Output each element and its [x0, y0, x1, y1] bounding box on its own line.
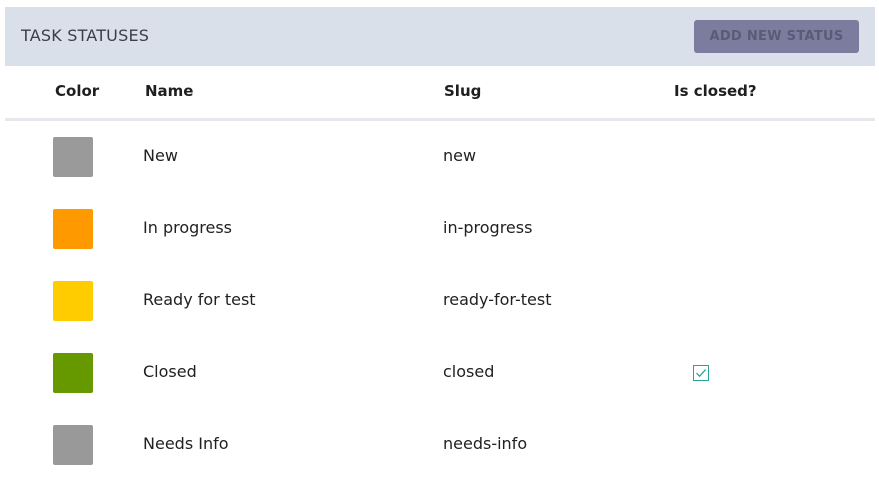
- table-row[interactable]: New new: [5, 137, 875, 209]
- column-header-color: Color: [55, 82, 100, 100]
- status-name[interactable]: New: [143, 146, 178, 165]
- status-slug[interactable]: in-progress: [443, 218, 533, 237]
- status-slug[interactable]: new: [443, 146, 477, 165]
- header-divider: [5, 118, 875, 121]
- status-name[interactable]: Ready for test: [143, 290, 256, 309]
- table-row[interactable]: Closed closed: [5, 353, 875, 425]
- add-new-status-button[interactable]: ADD NEW STATUS: [694, 20, 859, 53]
- table-row[interactable]: In progress in-progress: [5, 209, 875, 281]
- color-swatch[interactable]: [53, 353, 93, 393]
- color-swatch[interactable]: [53, 209, 93, 249]
- color-swatch[interactable]: [53, 137, 93, 177]
- column-header-is-closed: Is closed?: [674, 82, 757, 100]
- color-swatch[interactable]: [53, 425, 93, 465]
- status-name[interactable]: In progress: [143, 218, 233, 237]
- status-slug[interactable]: ready-for-test: [443, 290, 552, 309]
- status-name[interactable]: Needs Info: [143, 434, 229, 453]
- status-name[interactable]: Closed: [143, 362, 197, 381]
- table-row[interactable]: Ready for test ready-for-test: [5, 281, 875, 353]
- checkbox-checked-icon[interactable]: [693, 365, 709, 381]
- status-slug[interactable]: closed: [443, 362, 495, 381]
- page-title: TASK STATUSES: [21, 26, 150, 45]
- page-header: TASK STATUSES ADD NEW STATUS: [5, 7, 875, 66]
- column-header-name: Name: [145, 82, 194, 100]
- status-slug[interactable]: needs-info: [443, 434, 528, 453]
- column-header-slug: Slug: [444, 82, 482, 100]
- color-swatch[interactable]: [53, 281, 93, 321]
- table-row[interactable]: Needs Info needs-info: [5, 425, 875, 482]
